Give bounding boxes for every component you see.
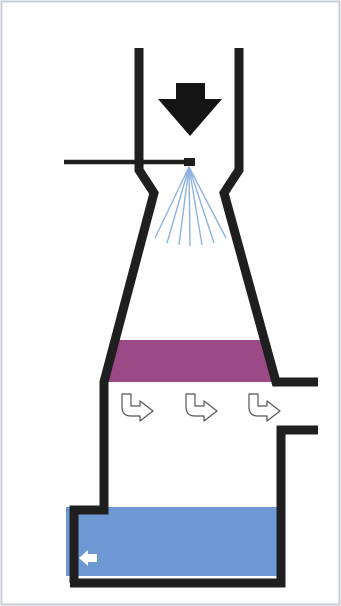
left-wall [69, 48, 159, 583]
spray-line [188, 166, 191, 247]
spray-nozzle-icon [184, 158, 195, 166]
gas-flow-arrows [121, 393, 281, 422]
collection-band [104, 340, 276, 382]
spray-line [188, 166, 227, 239]
down-arrow-icon [158, 83, 222, 136]
right-turn-arrow-icon [248, 393, 281, 422]
spray-line [166, 166, 190, 244]
spray-line [154, 166, 190, 239]
right-turn-arrow-icon [121, 393, 154, 422]
right-wall-lower [70, 425, 318, 588]
liquid-reservoir [66, 507, 281, 576]
spray-line [188, 166, 215, 244]
vessel-walls [69, 48, 318, 588]
right-wall-upper [219, 48, 318, 387]
right-turn-arrow-icon [185, 393, 218, 422]
left-arrow-icon [79, 550, 97, 566]
spray-line [188, 166, 203, 246]
spray-line [178, 166, 190, 246]
spray-cone [154, 166, 227, 247]
